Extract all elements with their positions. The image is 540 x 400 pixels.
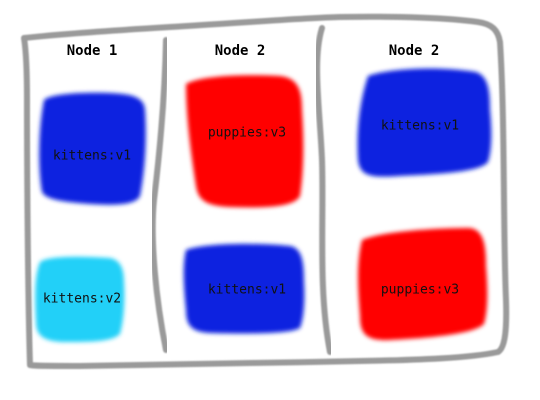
- node-title-3: Node 2: [388, 43, 440, 59]
- cluster-outline: [21, 13, 510, 369]
- pod-label-node3-bottom: puppies:v3: [380, 282, 460, 298]
- pod-box-node3-top: [357, 68, 492, 177]
- pod-label-node2-top: puppies:v3: [207, 125, 287, 141]
- node-title-2: Node 2: [214, 43, 266, 59]
- pod-label-node3-top: kittens:v1: [380, 118, 460, 134]
- node-divider-1: [149, 37, 169, 353]
- pod-box-node1-bottom: [35, 256, 125, 342]
- pod-box-node2-bottom: [183, 243, 305, 334]
- pod-box-node3-bottom: [358, 228, 488, 341]
- pod-label-node2-bottom: kittens:v1: [207, 282, 287, 298]
- pod-label-node1-top: kittens:v1: [52, 148, 132, 164]
- node-divider-2: [314, 25, 333, 355]
- pod-box-node1-top: [39, 92, 146, 205]
- node-title-1: Node 1: [66, 43, 118, 59]
- pod-box-node2-top: [186, 75, 304, 208]
- pod-label-node1-bottom: kittens:v2: [42, 291, 122, 307]
